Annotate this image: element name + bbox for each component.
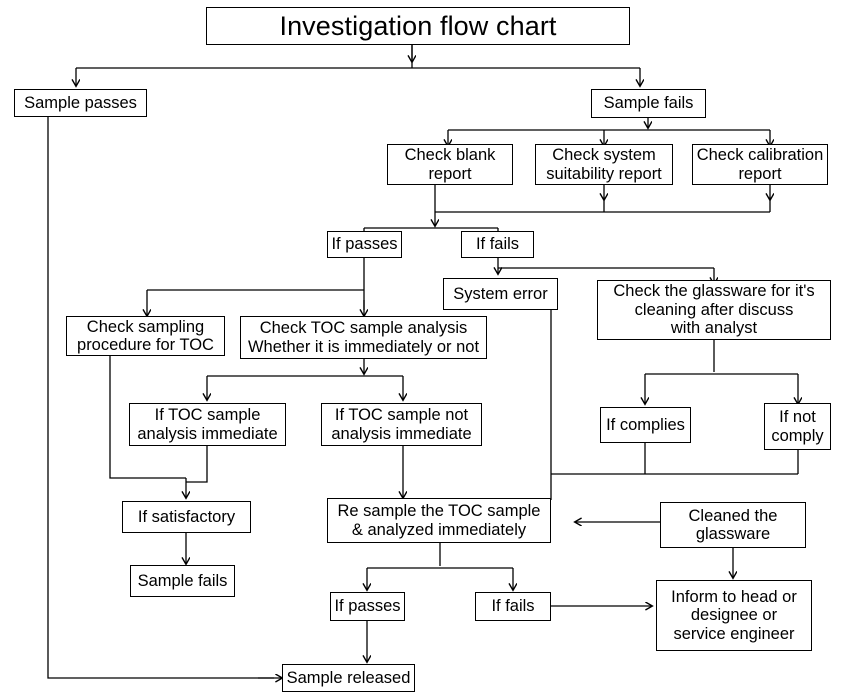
node-check-toc-sample-analysis[interactable]: Check TOC sample analysis Whether it is … xyxy=(240,316,487,359)
node-inform-head[interactable]: Inform to head or designee or service en… xyxy=(656,580,812,651)
node-if-passes-1[interactable]: If passes xyxy=(327,231,402,258)
page-title: Investigation flow chart xyxy=(206,7,630,45)
node-if-complies[interactable]: If complies xyxy=(600,407,691,443)
node-sample-fails-bottom[interactable]: Sample fails xyxy=(130,565,235,597)
node-cleaned-glassware[interactable]: Cleaned the glassware xyxy=(660,502,806,548)
node-check-blank-report[interactable]: Check blank report xyxy=(387,144,513,185)
node-check-system-suitability[interactable]: Check system suitability report xyxy=(535,144,673,185)
edge-tocimm-to-satisfactory xyxy=(186,446,208,483)
node-re-sample-toc[interactable]: Re sample the TOC sample & analyzed imme… xyxy=(327,498,551,543)
edge-sampling-to-satisfactory xyxy=(109,356,186,479)
node-if-not-comply[interactable]: If not comply xyxy=(764,403,831,450)
node-check-calibration-report[interactable]: Check calibration report xyxy=(692,144,828,185)
node-if-passes-2[interactable]: If passes xyxy=(330,592,405,621)
node-sample-passes[interactable]: Sample passes xyxy=(14,89,147,117)
node-toc-analysis-immediate[interactable]: If TOC sample analysis immediate xyxy=(129,403,286,446)
node-if-fails-2[interactable]: If fails xyxy=(475,592,551,621)
node-toc-analysis-not-immediate[interactable]: If TOC sample not analysis immediate xyxy=(321,403,482,446)
node-sample-fails-top[interactable]: Sample fails xyxy=(591,89,706,118)
node-if-fails-1[interactable]: If fails xyxy=(461,231,534,258)
node-check-sampling-procedure[interactable]: Check sampling procedure for TOC xyxy=(66,316,225,356)
edge-samplepasses-released xyxy=(47,117,274,679)
node-check-glassware[interactable]: Check the glassware for it's cleaning af… xyxy=(597,280,831,340)
node-sample-released[interactable]: Sample released xyxy=(282,664,415,692)
node-if-satisfactory[interactable]: If satisfactory xyxy=(122,501,251,533)
node-system-error[interactable]: System error xyxy=(443,278,558,310)
